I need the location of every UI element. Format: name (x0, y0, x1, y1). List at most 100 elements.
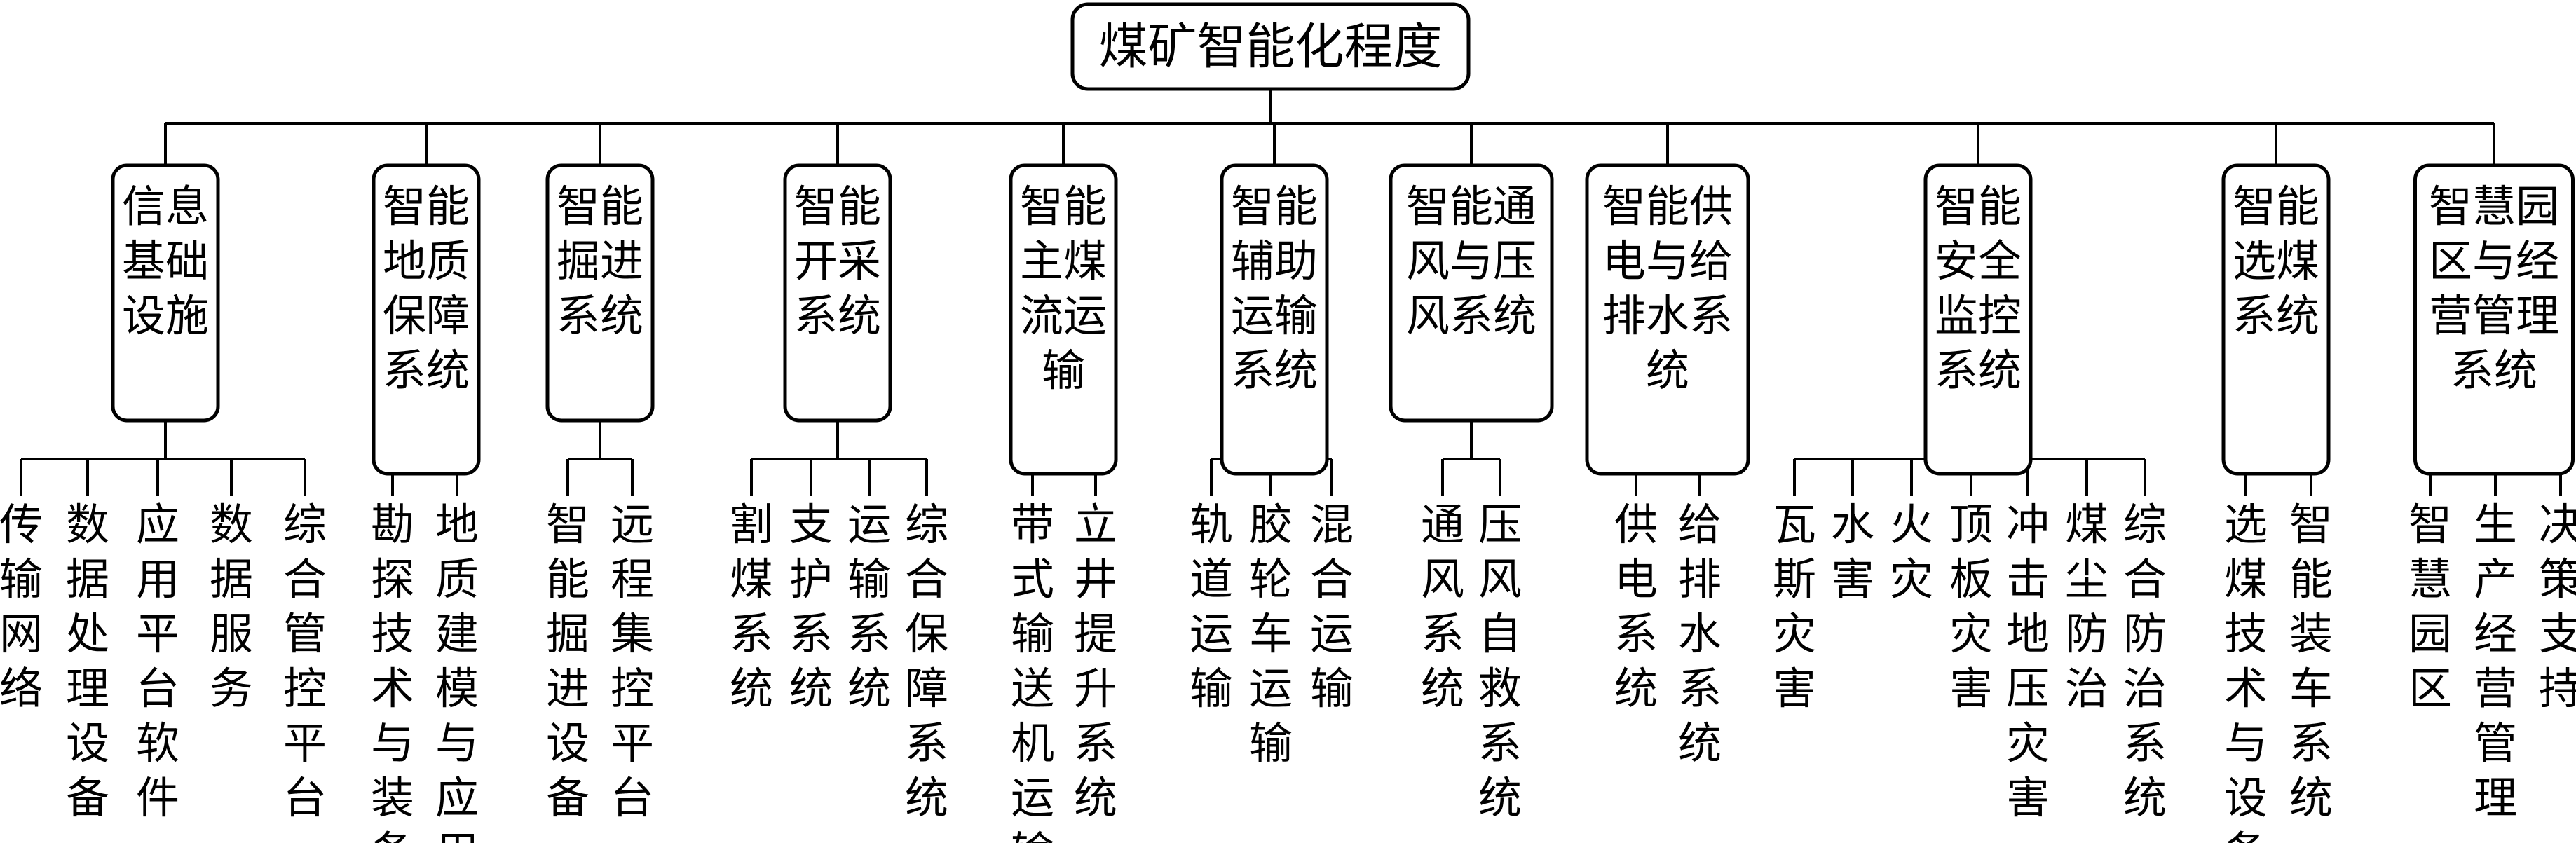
leaf-label-char: 煤 (730, 554, 773, 605)
leaf-label-char: 程 (611, 554, 654, 605)
leaf-label-char: 备 (371, 827, 414, 843)
branch-label-line: 保障 (383, 290, 470, 341)
leaf-label-char: 务 (210, 663, 253, 714)
leaf-label-char: 平 (136, 608, 179, 659)
leaf-label-char: 瓦 (1773, 499, 1816, 550)
leaf-label-char: 络 (0, 663, 43, 714)
leaf-label: 远程集控平台 (611, 499, 654, 823)
branch-box (1389, 163, 1554, 423)
branch-label: 信息基础设施 (122, 181, 209, 341)
branch-label-line: 系统 (1231, 345, 1318, 396)
leaf-label: 轨道运输 (1190, 499, 1233, 714)
branch-label: 智能安全监控系统 (1935, 181, 2022, 396)
leaf-label-char: 防 (2123, 608, 2167, 659)
leaf-label-char: 系 (1074, 718, 1117, 769)
leaf-label-char: 给 (1678, 499, 1722, 550)
leaf-label-char: 输 (1249, 718, 1293, 769)
branch-label-line: 基础 (122, 235, 209, 287)
leaf-label-char: 产 (2474, 554, 2517, 605)
leaf-label-char: 防 (2065, 608, 2108, 659)
leaf-nodes: 传输网络数据处理设备应用平台软件数据服务综合管控平台勘探技术与装备地质建模与应用… (0, 499, 2576, 843)
leaf-label-char: 网 (0, 608, 43, 659)
leaf-label-char: 斯 (1773, 554, 1816, 605)
leaf-label: 立井提升系统 (1074, 499, 1117, 823)
leaf-label-char: 统 (847, 663, 891, 714)
leaf-label: 顶板灾害 (1949, 499, 1993, 714)
leaf-label: 运输系统 (847, 499, 891, 714)
leaf-label-char: 应 (136, 499, 179, 550)
leaf-label-char: 策 (2539, 554, 2576, 605)
branch-box (2413, 163, 2575, 476)
leaf-label-char: 板 (1949, 554, 1993, 605)
branch-label: 智能选煤系统 (2233, 181, 2319, 341)
leaf-label-char: 水 (1678, 608, 1722, 659)
leaf-label-char: 地 (2006, 608, 2050, 659)
leaf-label-char: 治 (2123, 663, 2167, 714)
leaf-label: 智能装车系统 (2289, 499, 2333, 823)
leaf-label-char: 决 (2539, 499, 2576, 550)
branch-box (1923, 163, 2033, 476)
leaf-label-char: 探 (371, 554, 414, 605)
leaf-label-char: 管 (2474, 718, 2517, 769)
leaf-label-char: 平 (283, 718, 327, 769)
leaf-label: 混合运输 (1310, 499, 1354, 714)
branch-box (111, 163, 220, 423)
leaf-label: 支护系统 (789, 499, 833, 714)
branch-label: 智能掘进系统 (557, 181, 643, 341)
branch-label-line: 监控 (1935, 290, 2022, 341)
branch-label: 智慧园区与经营管理系统 (2429, 181, 2559, 396)
branch-label-line: 系统 (794, 290, 881, 341)
branch-node: 智能主煤流运输 (1009, 163, 1118, 476)
leaf-label: 数据服务 (210, 499, 253, 714)
leaf-label-char: 技 (2224, 608, 2268, 659)
leaf-label-char: 进 (546, 663, 590, 714)
leaf-label-char: 综 (2123, 499, 2167, 550)
branch-box (1220, 163, 1329, 476)
branch-label-line: 地质 (383, 235, 470, 287)
leaf-label-char: 灾 (1773, 608, 1816, 659)
branch-label-line: 风系统 (1406, 290, 1536, 341)
leaf-label-char: 件 (136, 772, 179, 823)
leaf-label-char: 电 (1614, 554, 1658, 605)
branch-nodes: 信息基础设施智能地质保障系统智能掘进系统智能开采系统智能主煤流运输智能辅助运输系… (111, 163, 2575, 476)
leaf-label-char: 煤 (2224, 554, 2268, 605)
leaf-label: 冲击地压灾害 (2006, 499, 2050, 823)
branch-label-line: 智慧园 (2429, 181, 2559, 232)
leaf-label-char: 备 (2224, 827, 2268, 843)
branch-label-line: 运输 (1231, 290, 1318, 341)
leaf-label: 生产经营管理 (2474, 499, 2517, 823)
root-label: 煤矿智能化程度 (1099, 18, 1443, 76)
branch-node: 智慧园区与经营管理系统 (2413, 163, 2575, 476)
leaf-label-char: 质 (435, 554, 479, 605)
leaf-label-char: 输 (1011, 827, 1054, 843)
branch-node: 智能辅助运输系统 (1220, 163, 1329, 476)
leaf-label: 综合保障系统 (905, 499, 948, 823)
leaf-label-char: 合 (283, 554, 327, 605)
leaf-label-char: 系 (905, 718, 948, 769)
leaf-label-char: 自 (1478, 608, 1522, 659)
branch-label-line: 智能 (383, 181, 470, 232)
leaf-label-char: 统 (789, 663, 833, 714)
branch-node: 智能安全监控系统 (1923, 163, 2033, 476)
branch-node: 智能开采系统 (783, 163, 892, 423)
leaf-label-char: 提 (1074, 608, 1117, 659)
branch-label-line: 系统 (2233, 290, 2319, 341)
leaf-label-char: 系 (1478, 718, 1522, 769)
branch-box (783, 163, 892, 423)
leaf-label-char: 统 (1478, 772, 1522, 823)
leaf-label-char: 经 (2474, 608, 2517, 659)
leaf-label-char: 智 (2289, 499, 2333, 550)
leaf-label: 割煤系统 (730, 499, 773, 714)
branch-label: 智能辅助运输系统 (1231, 181, 1318, 396)
branch-label: 智能通风与压风系统 (1406, 181, 1536, 341)
leaf-label-char: 统 (1074, 772, 1117, 823)
branch-label: 智能供电与给排水系统 (1602, 181, 1733, 396)
leaf-label-char: 式 (1011, 554, 1054, 605)
branch-box (372, 163, 481, 476)
leaf-label-char: 技 (371, 608, 414, 659)
leaf-label-char: 系 (1614, 608, 1658, 659)
leaf-label-char: 统 (2123, 772, 2167, 823)
branch-label-line: 掘进 (557, 235, 643, 287)
leaf-label-char: 术 (2224, 663, 2268, 714)
leaf-label-char: 选 (2224, 499, 2268, 550)
